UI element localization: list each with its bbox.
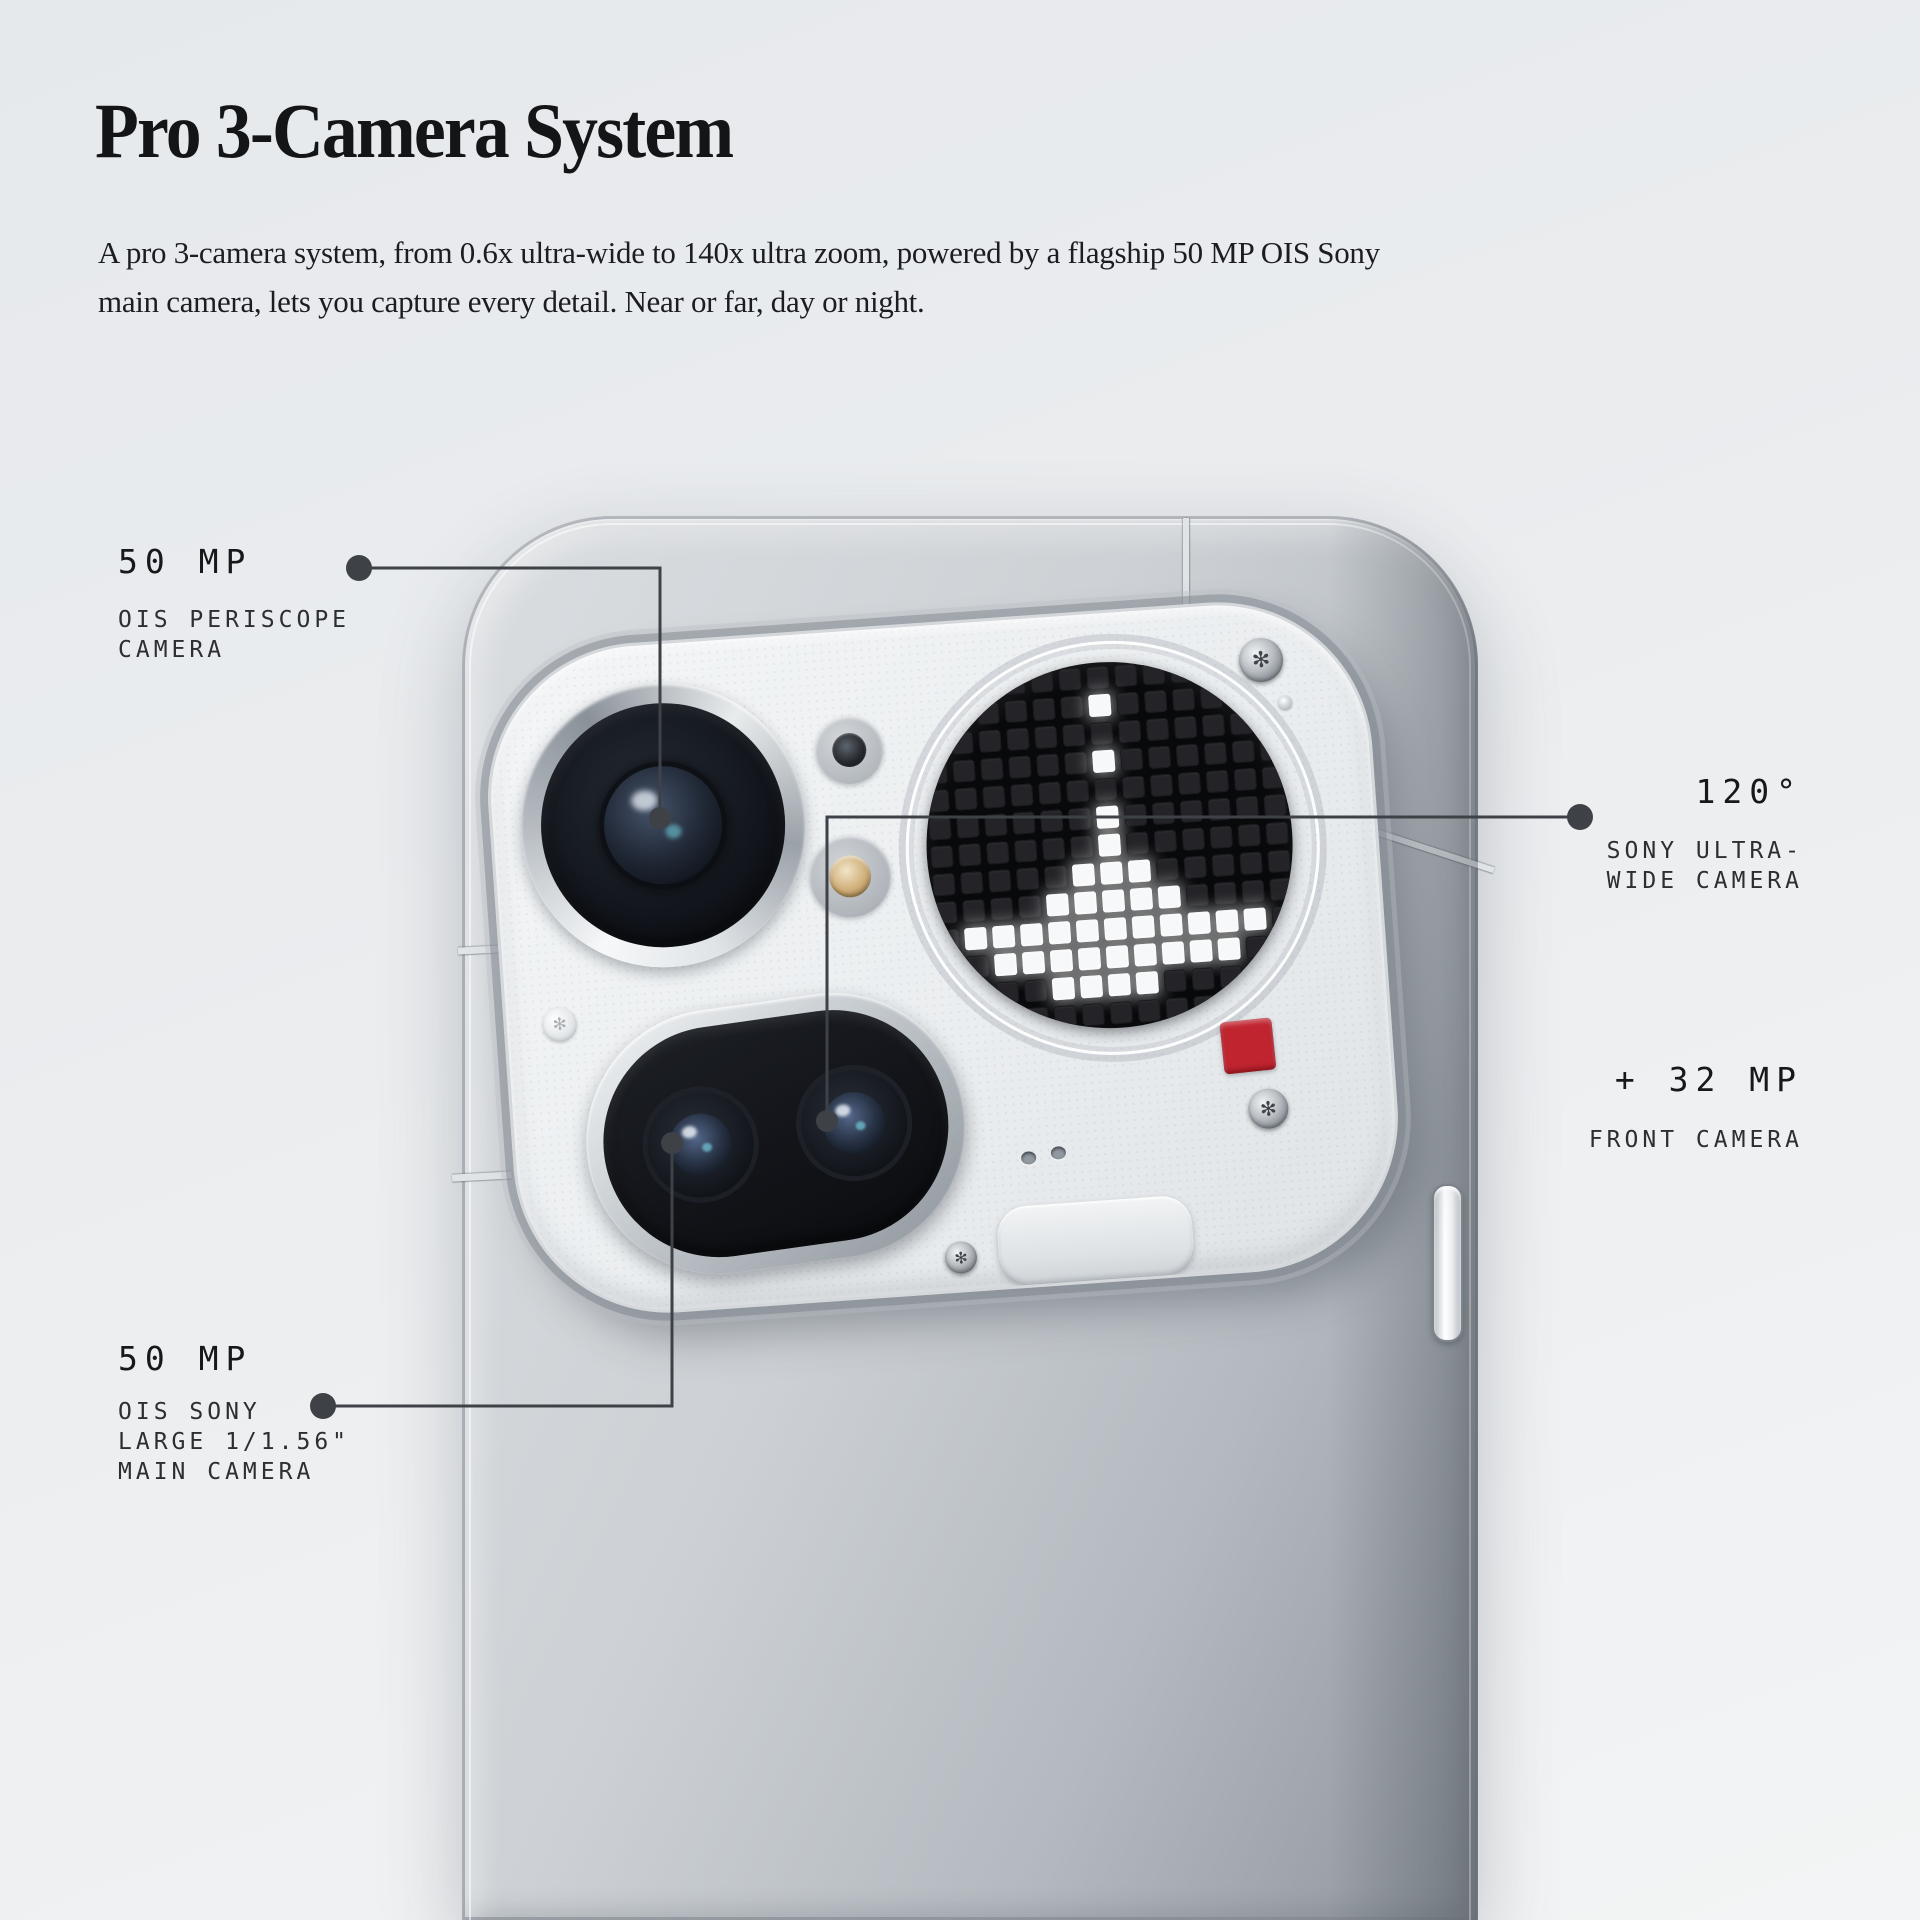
annotation-main-camera: 50 MP OIS SONY LARGE 1/1.56" MAIN CAMERA: [118, 1337, 350, 1487]
antenna-seam-top: [1183, 518, 1189, 614]
annotation-label-line: OIS PERISCOPE: [118, 607, 351, 633]
leader-line-periscope: [359, 566, 662, 818]
leader-dot-periscope-lens: [649, 807, 671, 829]
annotation-front-camera: + 32 MP FRONT CAMERA: [1589, 1058, 1803, 1155]
subtitle-line-1: A pro 3-camera system, from 0.6x ultra-w…: [98, 235, 1380, 270]
annotation-label-line: MAIN CAMERA: [118, 1459, 315, 1485]
leader-dot-main-text: [310, 1393, 336, 1419]
leader-line-main: [323, 1143, 674, 1408]
leader-dot-ultrawide-lens: [816, 1110, 838, 1132]
annotation-label-line: FRONT CAMERA: [1588, 1127, 1803, 1153]
leader-line-ultrawide: [825, 815, 1580, 1121]
annotation-label-line: SONY ULTRA-: [1606, 838, 1803, 864]
subtitle-line-2: main camera, lets you capture every deta…: [98, 284, 925, 319]
annotation-ultrawide-camera: 120° SONY ULTRA- WIDE CAMERA: [1607, 770, 1803, 896]
annotation-periscope-camera: 50 MP OIS PERISCOPE CAMERA: [118, 540, 350, 665]
page-title: Pro 3-Camera System: [95, 87, 734, 174]
page-subtitle: A pro 3-camera system, from 0.6x ultra-w…: [98, 228, 1380, 326]
leader-dot-ultrawide-text: [1567, 804, 1593, 830]
leader-dot-periscope-text: [346, 555, 372, 581]
annotation-label-line: WIDE CAMERA: [1606, 868, 1803, 894]
leader-dot-main-lens: [661, 1132, 683, 1154]
annotation-label-line: OIS SONY: [118, 1399, 261, 1425]
annotation-value: 120°: [1695, 772, 1803, 811]
annotation-label-line: CAMERA: [118, 637, 226, 663]
annotation-value: 50 MP: [118, 542, 253, 581]
annotation-label-line: LARGE 1/1.56": [118, 1429, 351, 1455]
power-button: [1432, 1184, 1463, 1342]
annotation-value: + 32 MP: [1614, 1060, 1803, 1099]
annotation-value: 50 MP: [118, 1339, 253, 1378]
